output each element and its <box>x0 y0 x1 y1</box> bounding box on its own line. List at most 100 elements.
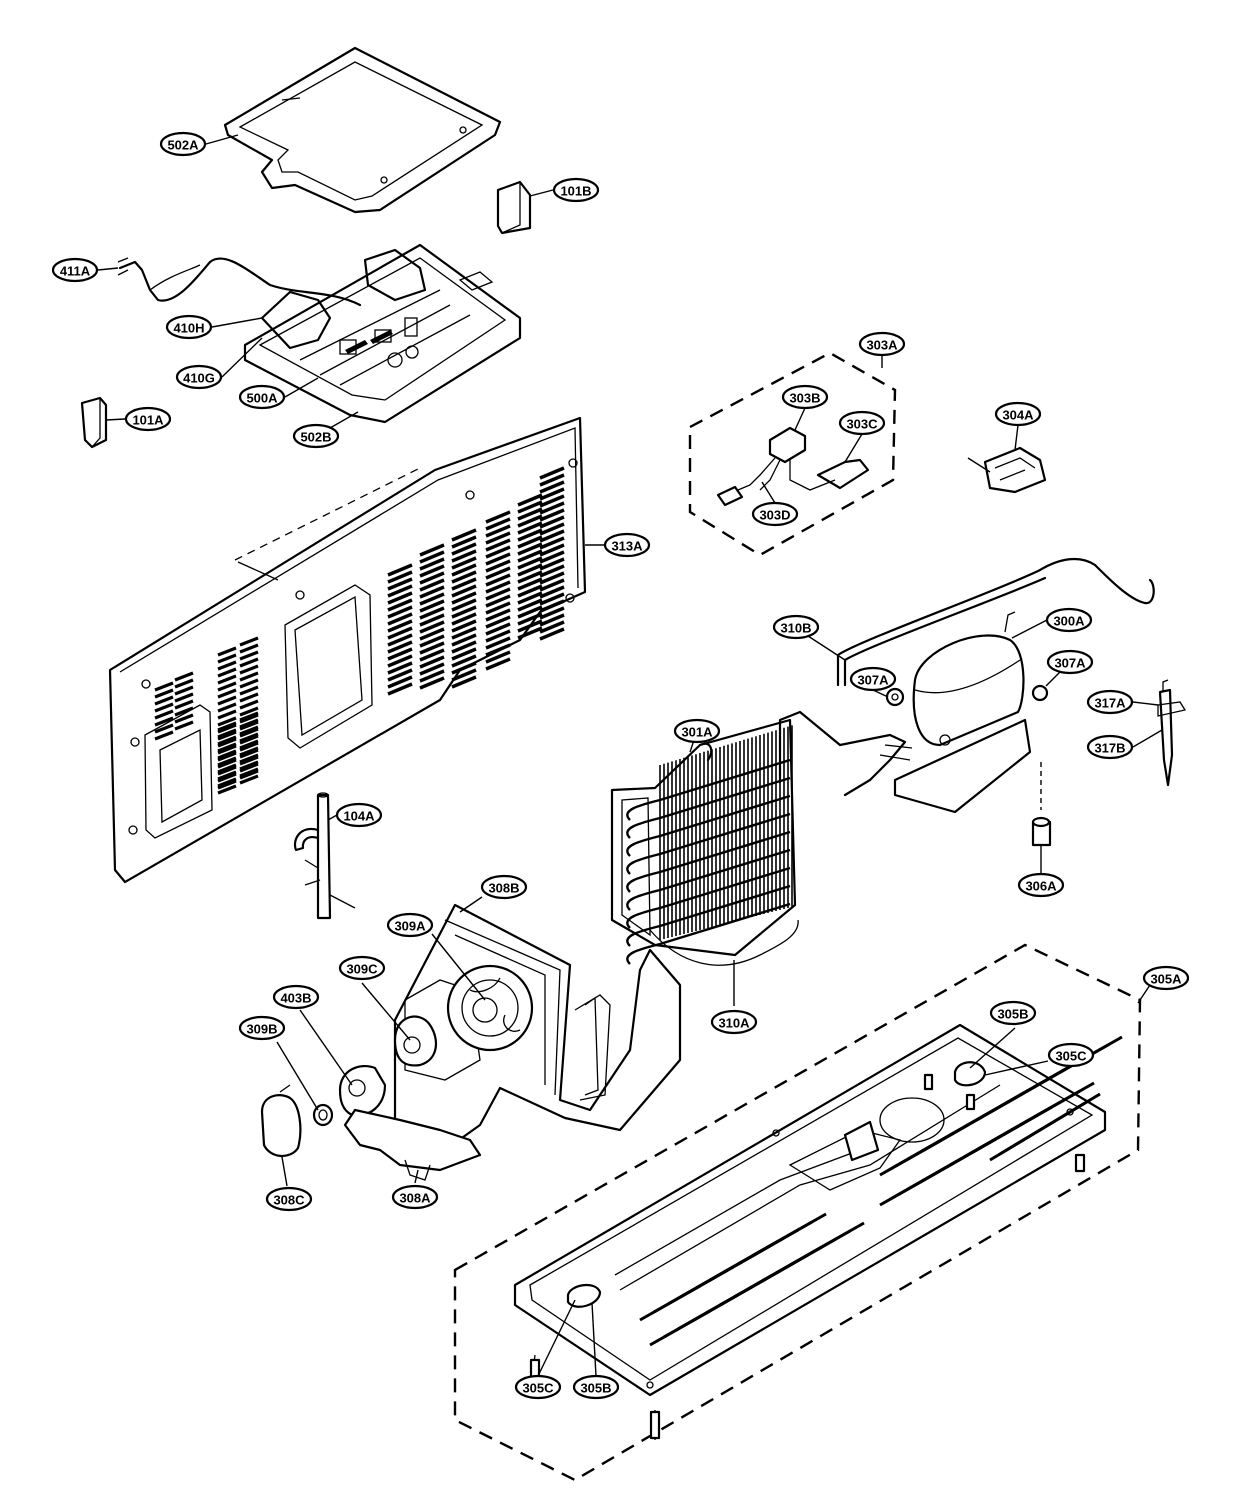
svg-text:308C: 308C <box>273 1193 305 1208</box>
vent-slot <box>239 706 259 717</box>
svg-text:101A: 101A <box>132 413 164 428</box>
vent-slot <box>517 542 543 556</box>
part-300a-compressor <box>778 557 1155 814</box>
svg-text:303B: 303B <box>789 391 820 406</box>
svg-text:101B: 101B <box>560 184 591 199</box>
vent-slot <box>174 678 194 689</box>
part-317-relay <box>1157 679 1187 787</box>
vent-slot <box>803 1221 865 1259</box>
coil-tube <box>626 776 791 839</box>
vent-slot <box>154 730 174 741</box>
svg-text:306A: 306A <box>1025 879 1057 894</box>
label-308b: 308B <box>480 874 528 900</box>
vent-slot <box>517 605 543 619</box>
svg-text:310B: 310B <box>780 621 811 636</box>
vent-slot <box>387 668 413 682</box>
vent-slot <box>154 723 174 734</box>
vent-slot <box>217 777 237 788</box>
svg-text:411A: 411A <box>60 264 91 279</box>
vent-slot <box>517 514 543 528</box>
vent-slot <box>485 510 511 524</box>
svg-text:317A: 317A <box>1094 696 1126 711</box>
svg-text:410H: 410H <box>173 321 204 336</box>
vent-slot <box>485 608 511 622</box>
vent-slot <box>419 662 445 676</box>
vent-slot <box>539 522 565 536</box>
vent-slot <box>419 655 445 669</box>
vent-slot <box>517 521 543 535</box>
vent-slot <box>387 661 413 675</box>
vent-slot <box>451 661 477 675</box>
vent-slot <box>539 494 565 508</box>
part-502b-control-box <box>243 243 522 424</box>
part-304a-clamp <box>967 446 1047 494</box>
vent-slot <box>174 685 194 696</box>
vent-slot <box>539 550 565 564</box>
vent-slot <box>419 564 445 578</box>
label-410g: 410G <box>175 364 223 390</box>
vent-slot <box>239 664 259 675</box>
svg-text:307A: 307A <box>1054 656 1086 671</box>
vent-slot <box>485 594 511 608</box>
part-104a-drain <box>293 792 356 920</box>
vent-slot <box>451 570 477 584</box>
vent-slot <box>239 741 259 752</box>
vent-slot <box>765 1212 827 1250</box>
svg-text:305A: 305A <box>1150 972 1182 987</box>
svg-text:104A: 104A <box>343 809 375 824</box>
vent-slot <box>419 669 445 683</box>
part-502a-cover <box>223 46 502 214</box>
vent-slot <box>1033 1081 1095 1119</box>
vent-slot <box>217 751 237 762</box>
vent-slot <box>239 748 259 759</box>
vent-slot <box>239 732 259 743</box>
vent-slot <box>217 730 237 741</box>
vent-slot <box>217 763 237 774</box>
vent-slot <box>451 626 477 640</box>
label-305c-top: 305C <box>1047 1042 1095 1068</box>
part-306a-grommet <box>1031 762 1052 847</box>
vent-slot <box>217 737 237 748</box>
vent-slot <box>387 598 413 612</box>
vent-slot <box>419 634 445 648</box>
svg-text:309B: 309B <box>246 1022 277 1037</box>
part-309b-washer <box>312 1103 334 1127</box>
vent-slot <box>154 695 174 706</box>
vent-slot <box>451 591 477 605</box>
coil-tube <box>626 866 791 929</box>
vent-slot <box>539 473 565 487</box>
vent-slot <box>174 699 194 710</box>
vent-slot <box>387 619 413 633</box>
label-410h: 410H <box>165 314 213 340</box>
vent-slot <box>387 577 413 591</box>
vent-slot <box>217 756 237 767</box>
part-303a-kit <box>688 351 897 557</box>
svg-text:308B: 308B <box>488 881 519 896</box>
label-310b: 310B <box>772 614 820 640</box>
svg-text:308A: 308A <box>399 1191 431 1206</box>
svg-text:403B: 403B <box>280 991 311 1006</box>
vent-slot <box>387 563 413 577</box>
part-101b-clip <box>496 180 532 235</box>
label-305a: 305A <box>1142 965 1190 991</box>
svg-text:305B: 305B <box>997 1007 1028 1022</box>
label-303b: 303B <box>781 384 829 410</box>
svg-text:502B: 502B <box>300 430 331 445</box>
vent-slot <box>387 633 413 647</box>
vent-slot <box>539 529 565 543</box>
callout-labels: 502A 101B 411A 410H 410G 500A 101A 502B … <box>51 131 1190 1400</box>
vent-slot <box>419 613 445 627</box>
label-308a: 308A <box>391 1184 439 1210</box>
vent-slot <box>239 760 259 771</box>
label-303a: 303A <box>858 331 906 357</box>
vent-slot <box>387 654 413 668</box>
vent-slot <box>239 643 259 654</box>
vent-slot <box>419 578 445 592</box>
vent-slot <box>239 727 259 738</box>
vent-slot <box>485 552 511 566</box>
vent-slot <box>217 653 237 664</box>
part-411a-cord <box>117 257 362 307</box>
vent-slot <box>517 528 543 542</box>
vent-slot <box>451 556 477 570</box>
vent-slot <box>451 612 477 626</box>
